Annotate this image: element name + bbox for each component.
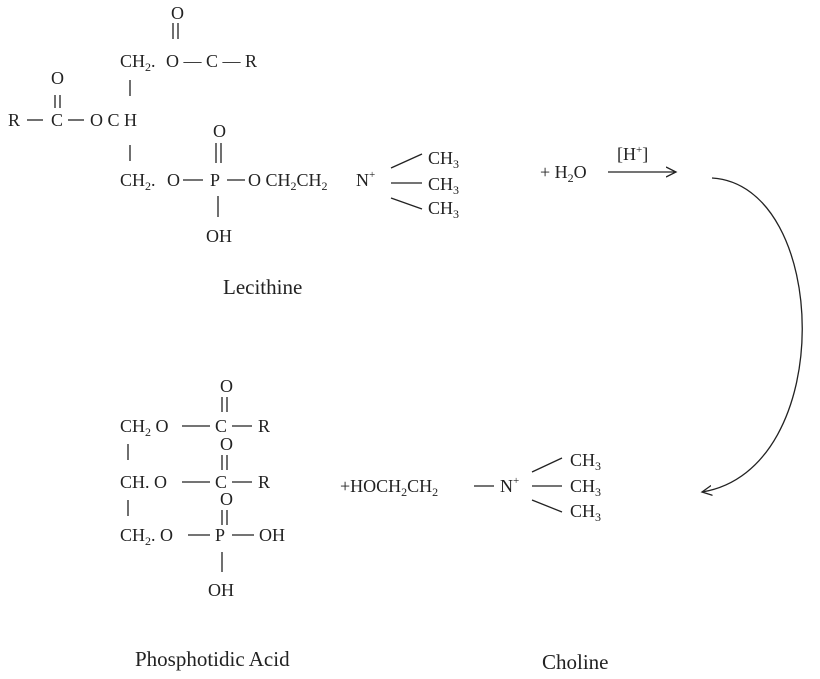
pa-hydroxyl-1: OH: [259, 525, 285, 545]
catalyst-acid: [H+]: [617, 144, 648, 164]
lec-ch2-bottom: CH2.: [120, 170, 156, 193]
pa-cho: CH. O: [120, 472, 167, 492]
lec-och: O C H: [90, 110, 137, 130]
choline-chain: +HOCH2CH2: [340, 476, 438, 499]
lec-methyl-3: CH3: [428, 198, 459, 221]
reagent-water: + H2O: [540, 162, 587, 185]
pa-carbon-1: C: [215, 416, 227, 436]
lecithine-structure: O CH2. O — C — R O R C O C H CH2. O O P …: [8, 3, 459, 246]
pa-carbonyl-oxygen-1: O: [220, 376, 233, 396]
pa-r-2: R: [258, 472, 270, 492]
lec-nitrogen: N+: [356, 169, 375, 190]
reaction-conditions: + H2O [H+]: [540, 144, 676, 185]
lec-bond-n-ch3-3: [390, 197, 423, 210]
label-choline: Choline: [542, 650, 609, 674]
choline-nitrogen: N+: [500, 475, 519, 496]
choline-methyl-3: CH3: [570, 501, 601, 524]
label-lecithine: Lecithine: [223, 275, 302, 299]
lec-phosphoryl-oxygen: O: [213, 121, 226, 141]
lec-ch2-top: CH2.: [120, 51, 156, 74]
lec-r-left: R: [8, 110, 20, 130]
lec-o-phosphate: O: [167, 170, 180, 190]
lec-phosphorus: P: [210, 170, 220, 190]
pa-carbon-2: C: [215, 472, 227, 492]
pa-r-1: R: [258, 416, 270, 436]
choline-bond-n-ch3-3: [531, 499, 563, 513]
lec-carbonyl-oxygen-1: O: [171, 3, 184, 23]
lec-methyl-1: CH3: [428, 148, 459, 171]
curved-arrow: [702, 177, 803, 492]
pa-ch2-bottom: CH2. O: [120, 525, 173, 548]
lec-bond-n-ch3-1: [390, 153, 423, 169]
lec-ester-top: O — C — R: [166, 51, 257, 71]
lec-methyl-2: CH3: [428, 174, 459, 197]
lec-ch2ch2: O CH2CH2: [248, 170, 328, 193]
phosphotidic-acid-structure: O CH2 O C R O CH. O C R O CH2. O P OH OH: [120, 376, 285, 600]
lec-c-left: C: [51, 110, 63, 130]
choline-methyl-1: CH3: [570, 450, 601, 473]
pa-phosphoryl-oxygen: O: [220, 489, 233, 509]
pa-hydroxyl-2: OH: [208, 580, 234, 600]
label-phosphotidic-acid: Phosphotidic Acid: [135, 647, 290, 671]
choline-methyl-2: CH3: [570, 476, 601, 499]
lec-hydroxyl: OH: [206, 226, 232, 246]
choline-bond-n-ch3-1: [531, 457, 563, 473]
choline-structure: +HOCH2CH2 N+ CH3 CH3 CH3: [340, 450, 601, 524]
pa-phosphorus: P: [215, 525, 225, 545]
pa-ch2o-top: CH2 O: [120, 416, 169, 439]
pa-carbonyl-oxygen-2: O: [220, 434, 233, 454]
lec-carbonyl-oxygen-2: O: [51, 68, 64, 88]
